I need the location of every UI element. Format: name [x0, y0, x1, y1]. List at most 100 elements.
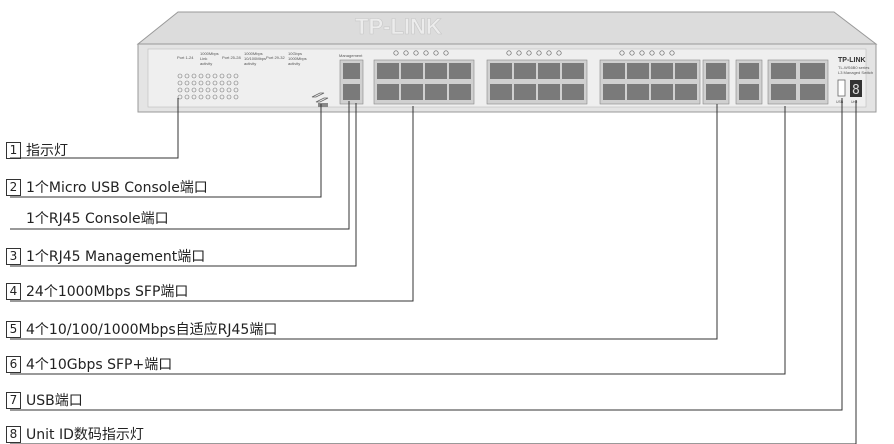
management-label: Management: [339, 53, 363, 58]
unit-id-display: [850, 80, 862, 97]
brand-logo: TP-LINK: [838, 57, 866, 64]
callout-text: 4个10Gbps SFP+端口: [26, 357, 173, 373]
legend-range-3: Port 29-32: [266, 55, 285, 60]
callout-text: USB端口: [26, 393, 83, 409]
callout-number: 4: [6, 282, 21, 300]
sfp-port: [651, 63, 673, 79]
led-indicator: [219, 80, 225, 86]
callout-text: 1个Micro USB Console端口: [26, 180, 208, 196]
sfp-port: [603, 63, 625, 79]
sfp-port: [425, 84, 447, 100]
callout-usb-port: 7 USB端口: [6, 390, 83, 410]
model-name: TL-WS6B0 series: [838, 65, 869, 70]
legend-item: activity: [200, 61, 212, 66]
rj45-port: [739, 84, 759, 100]
port-led: [526, 50, 532, 56]
sfp-port: [627, 63, 649, 79]
led-indicator: [191, 94, 197, 100]
legend-item: 1000Mbps: [288, 56, 307, 61]
port-led: [659, 50, 665, 56]
port-led: [393, 50, 399, 56]
led-indicator: [191, 73, 197, 79]
leader-line-1: [10, 98, 179, 159]
led-indicator: [205, 94, 211, 100]
leader-line-2b: [10, 101, 350, 230]
led-indicator: [226, 73, 232, 79]
port-led: [443, 50, 449, 56]
sfp-port: [514, 84, 536, 100]
sfp-port: [490, 84, 512, 100]
sfp-port: [425, 63, 447, 79]
sfp-port: [449, 63, 471, 79]
callout-number: 5: [6, 320, 21, 338]
callout-rj45-ports: 5 4个10/100/1000Mbps自适应RJ45端口: [6, 319, 277, 339]
callout-micro-usb-console: 2 1个Micro USB Console端口: [6, 177, 208, 197]
led-indicator: [198, 80, 204, 86]
sfp-port: [377, 63, 399, 79]
led-indicator: [177, 80, 183, 86]
port-led: [536, 50, 542, 56]
legend-item: activity: [288, 61, 300, 66]
callout-sfp-plus-ports: 6 4个10Gbps SFP+端口: [6, 354, 172, 374]
led-indicator: [212, 87, 218, 93]
led-indicator: [219, 73, 225, 79]
led-indicator: [184, 73, 190, 79]
top-logo: TP-LINK: [355, 14, 442, 39]
sfp-port: [627, 84, 649, 100]
port-led: [506, 50, 512, 56]
led-indicator: [233, 80, 239, 86]
callout-indicators: 1 指示灯: [6, 140, 68, 160]
sfp-port: [675, 84, 697, 100]
led-indicator: [198, 87, 204, 93]
port-led: [516, 50, 522, 56]
sfp-port: [562, 63, 584, 79]
sfp-port: [401, 63, 423, 79]
rj45-management-port: [343, 84, 360, 100]
led-indicator: [177, 94, 183, 100]
legend-item: 1000Mbps: [244, 51, 263, 56]
callout-sfp-ports: 4 24个1000Mbps SFP端口: [6, 281, 188, 301]
sfp-plus-ports: [767, 59, 829, 105]
sfp-plus-port: [771, 63, 796, 79]
rj45-port: [739, 63, 759, 79]
switch-top-cover: [136, 11, 878, 45]
legend-item: activity: [244, 61, 256, 66]
led-indicator: [184, 80, 190, 86]
led-indicator: [212, 80, 218, 86]
callout-text: 1个RJ45 Console端口: [26, 211, 169, 227]
port-led: [433, 50, 439, 56]
led-indicator: [219, 94, 225, 100]
usb-port: [837, 79, 846, 97]
led-indicator: [226, 87, 232, 93]
callout-unit-id: 8 Unit ID数码指示灯: [6, 424, 144, 444]
port-led: [556, 50, 562, 56]
callout-text: Unit ID数码指示灯: [26, 427, 144, 443]
callout-number: 8: [6, 425, 21, 443]
rj45-console-port: [343, 63, 360, 79]
led-indicator: [198, 73, 204, 79]
led-indicator: [205, 87, 211, 93]
legend-item: 10/100Mbps: [244, 56, 266, 61]
sfp-port: [603, 84, 625, 100]
port-led: [403, 50, 409, 56]
led-indicator: [233, 87, 239, 93]
callout-text: 4个10/100/1000Mbps自适应RJ45端口: [26, 322, 278, 338]
usb-label: USB: [836, 100, 844, 104]
rj45-combo-ports: [702, 59, 763, 105]
led-indicator: [198, 94, 204, 100]
callout-rj45-console: 1个RJ45 Console端口: [6, 208, 169, 228]
port-led: [413, 50, 419, 56]
leader-line-7: [10, 98, 843, 411]
sfp-port-groups: [373, 50, 701, 105]
callout-number: 2: [6, 178, 21, 196]
console-port-icon: [311, 92, 329, 107]
callout-number: 3: [6, 247, 21, 265]
led-legend: Port 1-24 1000Mbps Link activity Port 25…: [177, 51, 307, 66]
legend-item: 10Gbps: [288, 51, 302, 56]
leader-line-5: [10, 104, 718, 340]
port-led: [639, 50, 645, 56]
led-indicator: [226, 94, 232, 100]
leader-line-2: [10, 104, 322, 198]
legend-range-2: Port 25-28: [222, 55, 241, 60]
